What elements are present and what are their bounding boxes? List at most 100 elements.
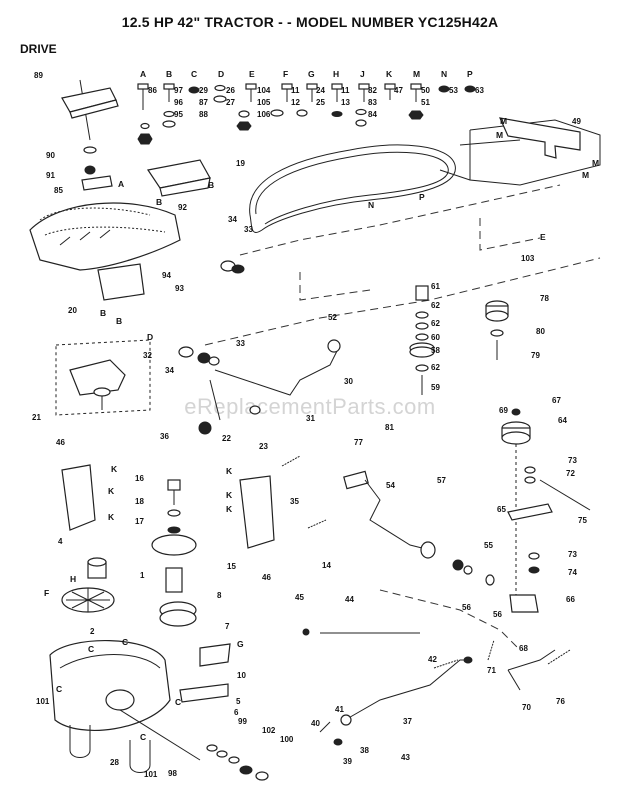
callout-label: D: [147, 332, 153, 342]
callout-label: F: [44, 588, 49, 598]
part-number: 84: [368, 110, 377, 119]
callout-label: 15: [227, 562, 236, 571]
callout-label: 49: [572, 117, 581, 126]
callout-label: A: [118, 179, 124, 189]
hardware-letter: E: [249, 69, 255, 79]
callout-label: 81: [385, 423, 394, 432]
axle-hardware: [206, 744, 269, 781]
part-number: 86: [148, 86, 157, 95]
shift-rod-54: [343, 470, 495, 586]
page-title: 12.5 HP 42" TRACTOR - - MODEL NUMBER YC1…: [121, 14, 499, 30]
callout-label: 45: [295, 593, 304, 602]
callout-label: C: [140, 732, 146, 742]
callout-label: 91: [46, 171, 55, 180]
hardware-labels: A86B979695C298788D2627E104105106F1112G24…: [140, 69, 484, 119]
part-number: 13: [341, 98, 350, 107]
callout-label: 14: [322, 561, 331, 570]
callout-label: 80: [536, 327, 545, 336]
callout-label: B: [156, 197, 162, 207]
callout-label: B: [208, 180, 214, 190]
callout-label: 46: [262, 573, 271, 582]
callout-label: 102: [262, 726, 276, 735]
hardware-letter: D: [218, 69, 224, 79]
rod-37: [319, 656, 473, 746]
part-number: 11: [341, 86, 350, 95]
pulley-assembly-15: [151, 479, 197, 627]
callout-label: 61: [431, 282, 440, 291]
callout-label: 93: [175, 284, 184, 293]
callout-label: 101: [144, 770, 158, 779]
callout-label: 85: [54, 186, 63, 195]
part-number: 106: [257, 110, 271, 119]
bracket-10: [179, 643, 231, 703]
callout-label: 69: [499, 406, 508, 415]
callout-label: 1: [140, 571, 145, 580]
callout-label: 90: [46, 151, 55, 160]
watermark: eReplacementParts.com: [184, 394, 436, 419]
callout-label: C: [88, 644, 94, 654]
pulley-64: [501, 408, 531, 600]
callout-label: M: [592, 158, 599, 168]
hardware-letter: F: [283, 69, 288, 79]
callout-label: K: [226, 490, 233, 500]
callout-label: 10: [237, 671, 246, 680]
callout-label: K: [108, 512, 115, 522]
callout-label: 22: [222, 434, 231, 443]
callout-label: 33: [236, 339, 245, 348]
part-number: 27: [226, 98, 235, 107]
callout-label: 60: [431, 333, 440, 342]
callout-label: 52: [328, 313, 337, 322]
callout-label: G: [237, 639, 244, 649]
callout-label: K: [111, 464, 118, 474]
callout-label: 67: [552, 396, 561, 405]
part-number: 105: [257, 98, 271, 107]
transaxle-2: [49, 640, 201, 773]
callout-label: 73: [568, 456, 577, 465]
hardware-letter: J: [360, 69, 365, 79]
callout-label: 72: [566, 469, 575, 478]
hardware-letter: P: [467, 69, 473, 79]
part-number: 63: [475, 86, 484, 95]
callout-label: 99: [238, 717, 247, 726]
callout-label: 31: [306, 414, 315, 423]
callout-label: 66: [566, 595, 575, 604]
bracket-46-left: [61, 464, 96, 531]
hardware-letter: K: [386, 69, 393, 79]
callout-label: 7: [225, 622, 230, 631]
callout-label: 70: [522, 703, 531, 712]
callout-label: 68: [519, 644, 528, 653]
callout-label: 76: [556, 697, 565, 706]
callout-label: 40: [311, 719, 320, 728]
callout-label: 103: [521, 254, 535, 263]
callout-label: P: [419, 192, 425, 202]
callout-label: 33: [244, 225, 253, 234]
part-number: 25: [316, 98, 325, 107]
hardware-letter: N: [441, 69, 447, 79]
part-number: 11: [291, 86, 300, 95]
part-number: 53: [449, 86, 458, 95]
callout-label: 44: [345, 595, 354, 604]
part-number: 96: [174, 98, 183, 107]
callout-label: 74: [568, 568, 577, 577]
callout-label: 62: [431, 319, 440, 328]
callout-label: 71: [487, 666, 496, 675]
bracket-assembly-85: [61, 79, 119, 191]
spring-35: [281, 455, 301, 467]
part-number: 29: [199, 86, 208, 95]
callout-label: 59: [431, 383, 440, 392]
callout-label: 38: [360, 746, 369, 755]
part-number: 104: [257, 86, 271, 95]
callout-label: 41: [335, 705, 344, 714]
section-label: DRIVE: [20, 42, 57, 56]
part-number: 47: [394, 86, 403, 95]
part-number: 87: [199, 98, 208, 107]
callout-label: 2: [90, 627, 95, 636]
dash-shroud: [29, 202, 181, 271]
assembly-20: [55, 339, 151, 416]
callout-label: 100: [280, 735, 294, 744]
callout-label: 34: [165, 366, 174, 375]
hardware-bolts: [137, 83, 476, 145]
callout-label: 65: [497, 505, 506, 514]
callout-label: C: [175, 697, 181, 707]
